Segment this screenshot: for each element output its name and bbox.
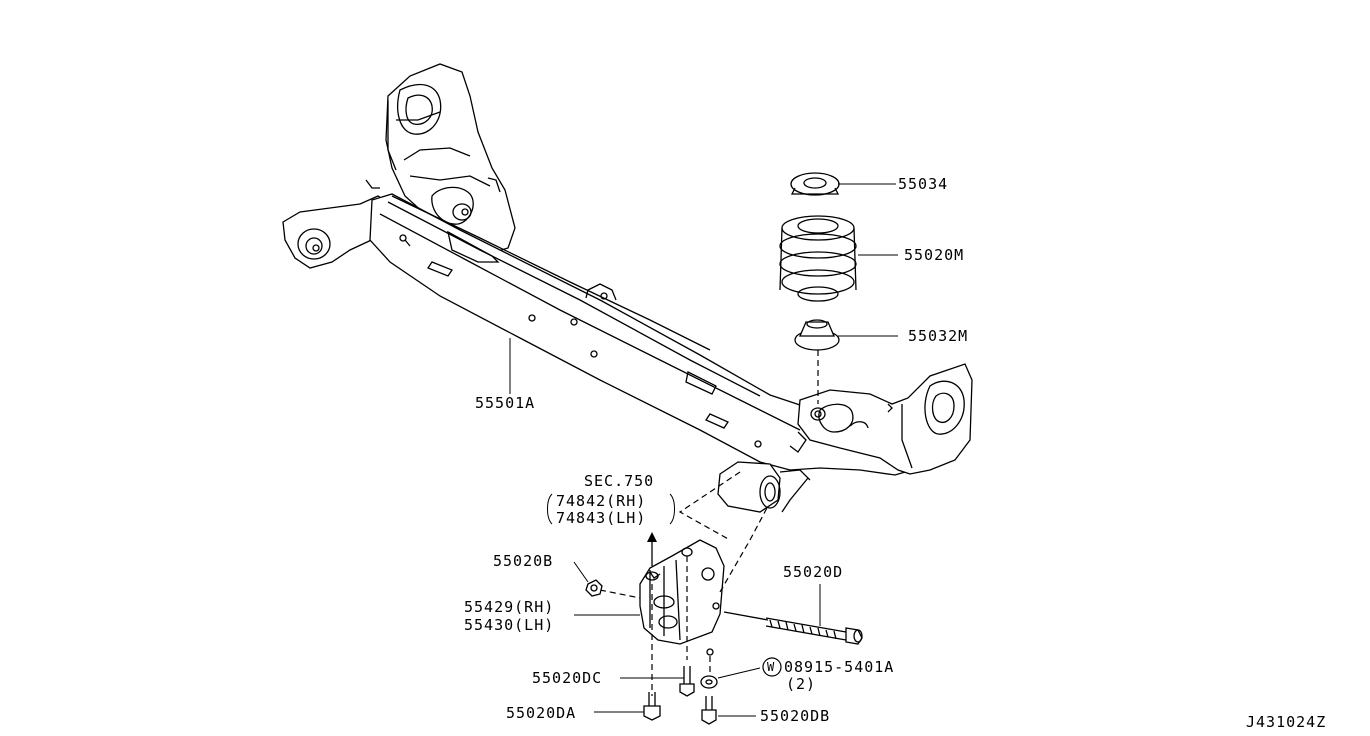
label-55501A: 55501A xyxy=(475,394,536,412)
label-55020M: 55020M xyxy=(904,246,965,264)
diagram-id: J431024Z xyxy=(1246,713,1327,731)
spring-upper-seat-55034 xyxy=(790,172,840,196)
label-55020DA: 55020DA xyxy=(506,704,577,722)
label-55430-lh: 55430(LH) xyxy=(464,616,555,634)
label-55429-rh: 55429(RH) xyxy=(464,598,555,616)
label-55032M: 55032M xyxy=(908,327,969,345)
sec-bracket-right xyxy=(669,493,675,525)
label-08915-5401A: 08915-5401A xyxy=(784,658,895,676)
bolt-55020DB xyxy=(701,696,717,725)
washer-08915-5401A xyxy=(700,675,718,689)
spring-lower-seat-55032M xyxy=(794,319,840,351)
label-sec-750: SEC.750 xyxy=(584,472,655,490)
label-55020D: 55020D xyxy=(783,563,844,581)
label-55020DC: 55020DC xyxy=(532,669,603,687)
sec-bracket-left xyxy=(547,493,553,525)
label-55020DB: 55020DB xyxy=(760,707,831,725)
nut-55020B xyxy=(585,579,603,597)
label-washer-symbol: W xyxy=(767,660,776,674)
rear-axle-beam xyxy=(282,63,973,513)
label-55034: 55034 xyxy=(898,175,949,193)
label-74843-lh: 74843(LH) xyxy=(556,509,647,527)
leader-lines xyxy=(509,183,898,717)
washer-symbol-circle xyxy=(762,657,782,677)
bracket-55429-55430 xyxy=(639,539,725,656)
label-74842-rh: 74842(RH) xyxy=(556,492,647,510)
label-55020B: 55020B xyxy=(493,552,554,570)
bolt-55020DC xyxy=(679,666,695,697)
coil-spring-55020M xyxy=(779,215,857,302)
bolt-55020D xyxy=(723,611,863,645)
bolt-55020DA xyxy=(643,692,661,721)
label-washer-qty: (2) xyxy=(786,675,817,693)
